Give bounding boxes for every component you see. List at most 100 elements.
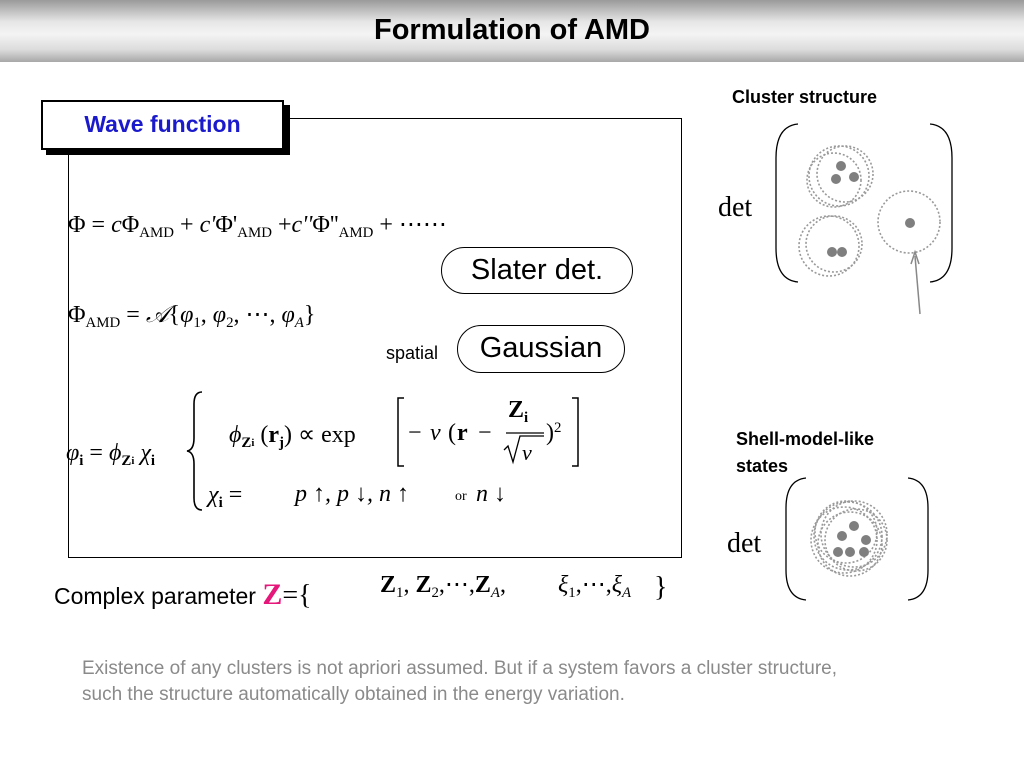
exponent-close-paren: )2: [546, 420, 562, 447]
equation-spin-row: χi =: [208, 482, 242, 512]
spin-last-state: n ↓: [476, 481, 506, 507]
param-xi1-sub: 1: [568, 585, 576, 602]
param-z-dots: ,⋯,: [438, 572, 475, 598]
exponent-z: Zi: [508, 397, 528, 427]
slater-det-label: Slater det.: [470, 254, 604, 286]
shell-model-heading-line-2: states: [736, 456, 789, 476]
cluster-structure-diagram: [775, 123, 953, 315]
explanatory-note: Existence of any clusters is not apriori…: [82, 658, 838, 705]
eq3-chi-sub: i: [150, 453, 156, 470]
slide-title: Formulation of AMD: [374, 14, 650, 46]
eq2-sub-1: 1: [193, 315, 201, 332]
cluster-structure-heading: Cluster structure: [732, 87, 878, 107]
eq2-phi: Φ: [68, 302, 86, 328]
eq1-equals: =: [91, 212, 106, 238]
complex-parameter-set: Z1, Z2,⋯,ZA,: [380, 572, 507, 602]
spin-states: p ↑, p ↓, n ↑: [295, 481, 409, 507]
exponent-nu: ν: [430, 420, 441, 446]
exponent-minus-2: −: [478, 420, 492, 446]
param-xia: ξ: [611, 572, 622, 598]
eq3-z-sub: Z: [121, 453, 132, 470]
eq2-phi-2: φ: [212, 302, 227, 328]
eq3-row1-z-sub: i: [251, 436, 255, 449]
param-z2: Z: [415, 572, 432, 598]
eq1-phi-amd: Φ: [121, 212, 140, 238]
complex-parameter-xi-set: ξ1,⋯,ξA: [558, 570, 631, 602]
eq3-proportional: ∝: [297, 422, 316, 448]
cluster-det-label: det: [718, 192, 753, 223]
eq2-phi-a: φ: [281, 302, 295, 328]
equation-gaussian-row: ϕZi (rj) ∝ exp: [229, 422, 356, 452]
wave-function-callout: Wave function: [41, 100, 284, 150]
eq3-row1-z: Z: [241, 435, 252, 452]
param-za-sub: A: [490, 585, 501, 602]
eq3-equals: =: [89, 440, 103, 466]
exponent-minus: −: [408, 420, 422, 446]
title-bar: Formulation of AMD: [0, 0, 1024, 62]
param-z1-sub: 1: [396, 585, 404, 602]
param-xi1: ξ: [558, 572, 569, 598]
exponent-z-letter: Z: [508, 397, 525, 423]
complex-parameter-z: Z: [262, 578, 283, 611]
shell-det-label: det: [727, 528, 762, 559]
eq2-dots: ⋯: [245, 302, 270, 328]
eq2-close-brace: }: [303, 302, 316, 328]
param-z2-sub: 2: [431, 585, 439, 602]
equation-single-particle: φi = ϕZi χi: [66, 440, 155, 470]
eq3-chi: χ: [140, 440, 151, 466]
eq3-row2-chi: χ: [208, 482, 219, 508]
eq1-plus-2: +: [277, 212, 292, 238]
eq3-z-sub-i: i: [131, 454, 135, 467]
eq3-row2-equals: =: [228, 482, 243, 508]
param-z1: Z: [380, 572, 397, 598]
eq3-row1-r: r: [268, 422, 279, 448]
eq1-c-double-prime: c'': [291, 212, 313, 238]
exponent-r: r: [457, 420, 468, 446]
eq1-phi-double-prime: Φ'': [312, 212, 339, 238]
gaussian-label: Gaussian: [479, 332, 603, 364]
shell-model-diagram: [785, 477, 929, 601]
eq3-phi-z: ϕ: [108, 440, 122, 466]
eq3-row1-phi: ϕ: [229, 422, 242, 448]
param-xia-sub: A: [622, 585, 632, 602]
eq2-sub-2: 2: [226, 315, 234, 332]
spatial-label: spatial: [386, 343, 439, 363]
eq1-ellipsis: + ⋯⋯: [379, 212, 447, 238]
eq1-c: c: [111, 212, 122, 238]
exponent-z-sub: i: [524, 410, 529, 427]
eq2-amd-sub: AMD: [85, 315, 121, 332]
eq1-phi: Φ: [68, 212, 86, 238]
complex-parameter-close: }: [654, 572, 668, 603]
eq3-lhs-phi: φ: [66, 440, 80, 466]
eq1-amd-sub: AMD: [139, 225, 175, 242]
eq2-phi-1: φ: [180, 302, 194, 328]
complex-parameter-label: Complex parameter: [54, 583, 256, 609]
complex-parameter-open: ={: [282, 580, 312, 611]
eq3-row2-sub: i: [218, 495, 223, 512]
exponent-open-paren: (: [448, 420, 456, 446]
wave-function-label: Wave function: [84, 111, 241, 137]
complex-parameter-line: Complex parameter Z={: [54, 578, 312, 612]
equation-total-wavefunction: Φ = cΦAMD + c'Φ'AMD +c''Φ''AMD + ⋯⋯: [68, 210, 447, 242]
eq2-antisymmetrizer: 𝒜: [145, 302, 169, 328]
spin-or: or: [455, 489, 467, 504]
eq1-c-prime: c': [199, 212, 216, 238]
eq2-equals: =: [126, 302, 140, 328]
exponent-brackets: [397, 397, 579, 467]
shell-model-heading-line-1: Shell-model-like: [736, 429, 875, 449]
equation-amd-determinant: ΦAMD = 𝒜{φ1, φ2, ⋯, φA}: [68, 302, 316, 332]
gaussian-pill: Gaussian: [457, 325, 625, 373]
eq3-exp: exp: [321, 422, 356, 448]
eq2-open-brace: {: [168, 302, 181, 328]
eq2-sub-a: A: [294, 315, 304, 332]
param-xi-dots: ,⋯,: [575, 572, 612, 598]
slater-det-pill: Slater det.: [441, 247, 633, 294]
system-brace: [186, 391, 203, 511]
param-za: Z: [474, 572, 491, 598]
eq3-row1-r-sub: j: [279, 435, 284, 452]
eq1-amd-sub-2: AMD: [237, 225, 272, 242]
eq1-phi-prime: Φ': [215, 212, 238, 238]
eq3-lhs-sub-i: i: [79, 453, 84, 470]
exponent-square: 2: [554, 420, 562, 436]
eq1-plus: +: [180, 212, 194, 238]
